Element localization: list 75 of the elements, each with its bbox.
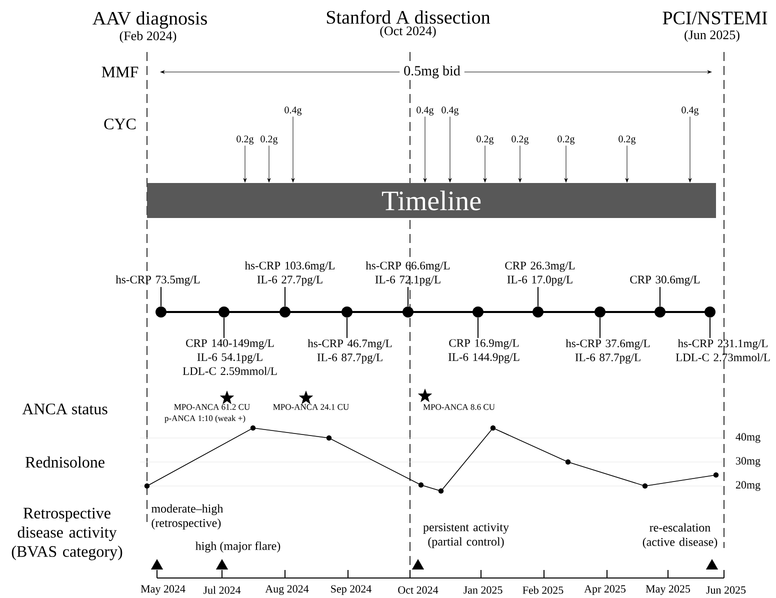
row-label: Rednisolone: [25, 456, 104, 468]
dose-label: 0.4g: [284, 106, 302, 116]
dose-label: 0.2g: [476, 136, 494, 144]
row-label: ANCA status: [22, 404, 108, 414]
duration-label: 0.5mg bid: [400, 64, 464, 80]
activity-note: high (major flare): [195, 541, 280, 553]
arrow: [625, 145, 629, 182]
lab-value-label: hs-CRP 231.1mg/L LDL-C 2.73mmol/L: [676, 339, 770, 362]
arrow: [423, 116, 427, 182]
leader-line: [284, 286, 286, 307]
data-point: [472, 306, 484, 318]
activity-note: persistent activity (partial control): [423, 523, 509, 548]
event-heading: Stanford A dissection: [326, 10, 490, 24]
timeline-band: Timeline: [147, 183, 716, 218]
data-point: [594, 306, 606, 318]
month-label: Jan 2025: [464, 586, 502, 594]
antibody-note: MPO-ANCA 24.1 CU: [273, 404, 349, 410]
activity-note: re-escalation (active disease): [642, 523, 718, 548]
month-label: Oct 2024: [398, 586, 438, 594]
dose-label: 0.2g: [558, 136, 575, 144]
antibody-note: MPO-ANCA 8.6 CU: [423, 404, 495, 410]
month-label: Feb 2025: [522, 586, 564, 594]
antibody-note: MPO-ANCA 61.2 CU: [174, 404, 250, 410]
row-label: MMF: [102, 66, 138, 78]
data-point: [218, 306, 230, 318]
arrow: [688, 116, 692, 182]
arrow: [243, 145, 247, 182]
lab-value-label: hs-CRP 103.6mg/L IL-6 27.7pg/L: [244, 261, 335, 286]
month-label: Jul 2024: [203, 586, 241, 594]
data-point: [156, 306, 166, 318]
month-label: May 2025: [646, 585, 690, 595]
data-point: [342, 306, 352, 318]
tick-label: 20mg: [736, 481, 760, 491]
month-label: Jun 2025: [706, 586, 746, 594]
dose-label: 0.2g: [618, 136, 636, 144]
activity-note: moderate–high (retrospective): [151, 504, 224, 530]
lab-value-label: hs-CRP 37.6mg/L IL-6 87.7pg/L: [566, 339, 650, 364]
arrow: [448, 116, 452, 182]
event-date: (Feb 2024): [120, 31, 176, 43]
lab-value-label: CRP 140-149mg/L IL-6 54.1pg/L LDL-C 2.59mmol/L: [182, 339, 277, 375]
lab-value-label: CRP 30.6mg/L: [630, 276, 700, 286]
row-label: CYC: [104, 118, 136, 130]
lab-value-label: CRP 26.3mg/L IL-6 17.0pg/L: [505, 262, 575, 286]
dose-label: 0.4g: [682, 106, 699, 116]
dose-label: 0.2g: [512, 136, 529, 144]
data-point: [280, 306, 290, 318]
dose-label: 0.2g: [236, 136, 254, 144]
arrow: [267, 145, 271, 182]
month-label: Sep 2024: [331, 585, 372, 595]
data-point: [704, 306, 716, 318]
data-point: [402, 306, 414, 318]
event-date: (Jun 2025): [684, 30, 740, 42]
month-label: Aug 2024: [265, 585, 309, 595]
dose-label: 0.2g: [260, 136, 278, 144]
month-label: May 2024: [140, 585, 186, 595]
arrow: [564, 145, 568, 182]
leader-line: [160, 286, 162, 307]
tick-label: 30mg: [736, 457, 760, 467]
event-date: (Oct 2024): [380, 26, 436, 38]
month-label: Apr 2025: [584, 585, 626, 595]
tick-label: 40mg: [736, 433, 760, 443]
event-heading: PCI/NSTEMI: [662, 12, 768, 24]
arrow: [291, 116, 295, 182]
arrow: [518, 145, 522, 182]
dose-label: 0.4g: [416, 106, 434, 116]
arrow: [483, 145, 487, 182]
row-label: Retrospective disease activity (BVAS category): [12, 508, 122, 560]
lab-value-label: hs-CRP 46.7mg/L IL-6 87.7pg/L: [308, 339, 392, 364]
lab-value-label: CRP 16.9mg/L IL-6 144.9pg/L: [448, 339, 520, 364]
event-heading: AAV diagnosis: [92, 11, 207, 29]
antibody-note: p-ANCA 1:10 (weak +): [164, 415, 246, 423]
leader-line: [346, 317, 348, 338]
data-point: [654, 306, 666, 318]
data-point: [532, 306, 544, 318]
dose-label: 0.4g: [442, 106, 459, 116]
